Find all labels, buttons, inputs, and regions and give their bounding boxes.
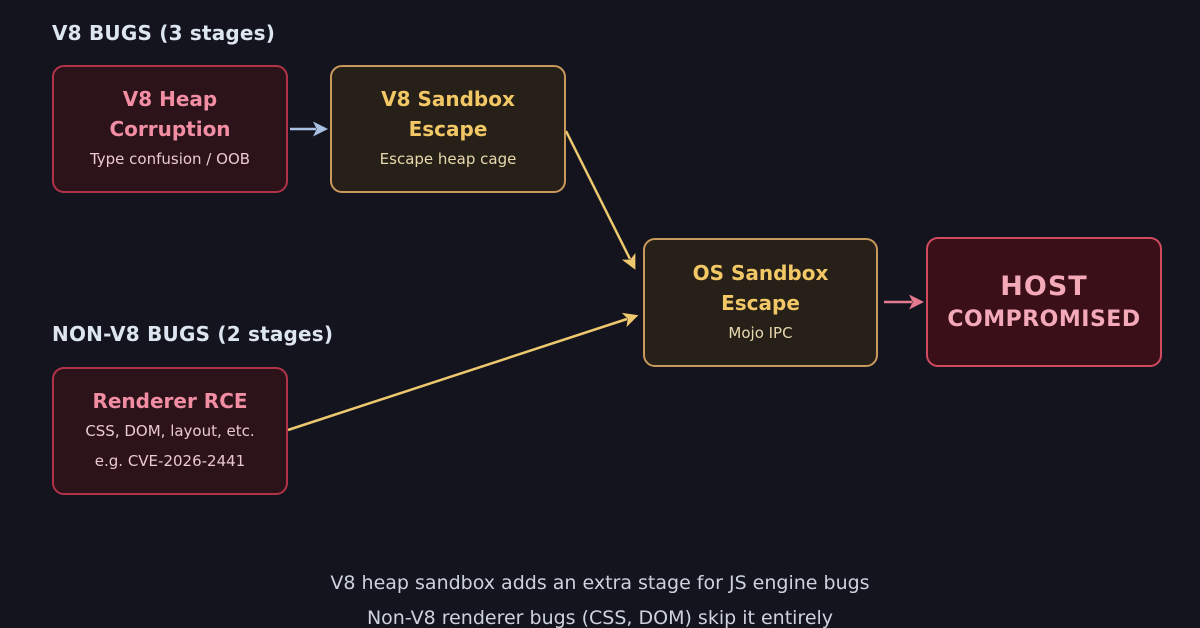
node-v8-sandbox-escape-subtitle: Escape heap cage xyxy=(379,150,517,168)
node-renderer-rce-subtitle-2: e.g. CVE-2026-2441 xyxy=(94,452,246,470)
node-v8-sandbox-escape-title: V8 Sandbox Escape xyxy=(381,87,515,141)
node-v8-heap-corruption-subtitle: Type confusion / OOB xyxy=(89,150,251,168)
edge-renderer-rce-to-os-sandbox xyxy=(287,312,639,432)
caption-line-2: Non-V8 renderer bugs (CSS, DOM) skip it … xyxy=(366,607,834,628)
node-host-compromised-title-line2: COMPROMISED xyxy=(947,307,1141,332)
node-host-compromised-title-line1: HOST xyxy=(1000,271,1088,302)
node-renderer-rce-title: Renderer RCE xyxy=(92,389,248,413)
node-v8-heap-corruption-title: V8 Heap Corruption xyxy=(109,87,231,141)
node-os-sandbox-escape-subtitle: Mojo IPC xyxy=(728,323,793,342)
node-v8-sandbox-escape: V8 Sandbox Escape Escape heap cage xyxy=(330,65,566,193)
group-label-v8-bugs: V8 BUGS (3 stages) xyxy=(52,21,276,45)
node-host-compromised: HOST COMPROMISED xyxy=(926,237,1162,367)
node-v8-heap-corruption: V8 Heap Corruption Type confusion / OOB xyxy=(52,65,288,193)
group-label-non-v8-bugs: NON-V8 BUGS (2 stages) xyxy=(52,322,334,346)
edge-v8-sandbox-to-os-sandbox xyxy=(564,130,636,270)
node-renderer-rce: Renderer RCE CSS, DOM, layout, etc. e.g.… xyxy=(52,367,288,495)
node-renderer-rce-subtitle-1: CSS, DOM, layout, etc. xyxy=(85,422,255,440)
node-os-sandbox-escape: OS Sandbox Escape Mojo IPC xyxy=(643,238,878,367)
node-os-sandbox-escape-title: OS Sandbox Escape xyxy=(692,260,829,315)
caption-line-1: V8 heap sandbox adds an extra stage for … xyxy=(330,572,870,594)
